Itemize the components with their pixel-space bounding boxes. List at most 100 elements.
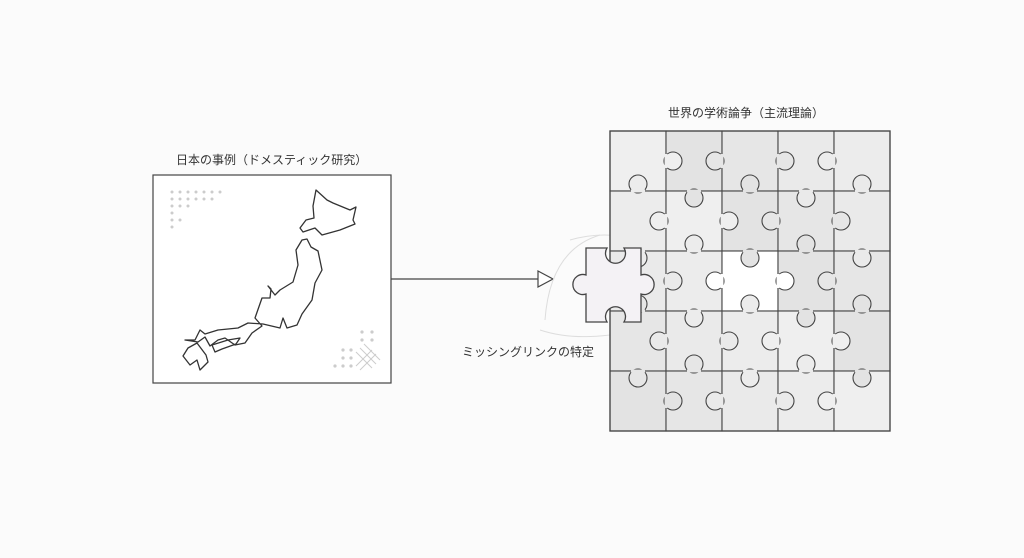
arrow-connector: [391, 270, 555, 288]
puzzle-knob: [796, 234, 816, 254]
puzzle-knob: [775, 271, 795, 291]
dot: [194, 197, 198, 201]
dot: [341, 364, 345, 368]
dot: [178, 218, 182, 222]
knob-joint: [664, 214, 668, 228]
puzzle-knob: [628, 174, 648, 194]
knob-joint: [832, 154, 836, 168]
puzzle-knob: [719, 211, 739, 231]
knob-joint: [799, 189, 813, 193]
puzzle-knob: [761, 331, 781, 351]
dot: [210, 190, 214, 194]
dot: [333, 364, 337, 368]
dot: [170, 211, 174, 215]
knob-joint: [743, 369, 757, 373]
dot: [341, 356, 345, 360]
dot: [349, 356, 353, 360]
puzzle-knob: [663, 391, 683, 411]
dot: [194, 190, 198, 194]
knob-joint: [664, 394, 668, 408]
dot: [170, 218, 174, 222]
puzzle-knob: [831, 331, 851, 351]
knob-joint: [776, 214, 780, 228]
knob-joint: [687, 249, 701, 253]
knob-joint: [776, 154, 780, 168]
puzzle-knob: [740, 368, 760, 388]
dot: [186, 204, 190, 208]
knob-joint: [720, 394, 724, 408]
puzzle-knob: [684, 234, 704, 254]
dot: [341, 348, 345, 352]
dot: [370, 338, 374, 342]
knob-joint: [776, 274, 780, 288]
puzzle-knob: [852, 174, 872, 194]
puzzle-knob: [740, 294, 760, 314]
knob-joint: [720, 154, 724, 168]
dot: [186, 190, 190, 194]
puzzle-knob: [649, 331, 669, 351]
puzzle-knob: [719, 331, 739, 351]
hatch-mark-icon: [355, 343, 381, 371]
puzzle-knob: [740, 174, 760, 194]
missing-puzzle-piece[interactable]: [572, 247, 655, 323]
puzzle-knob: [705, 271, 725, 291]
knob-joint: [664, 274, 668, 288]
puzzle-knob: [649, 211, 669, 231]
puzzle-knob: [775, 391, 795, 411]
puzzle-knob: [796, 354, 816, 374]
dot: [360, 330, 364, 334]
knob-joint: [855, 369, 869, 373]
dot: [202, 190, 206, 194]
dot: [360, 338, 364, 342]
knob-joint: [631, 369, 645, 373]
puzzle-knob: [684, 354, 704, 374]
puzzle-knob: [740, 248, 760, 268]
puzzle-knob: [705, 391, 725, 411]
puzzle-knob: [628, 368, 648, 388]
puzzle-knob: [852, 294, 872, 314]
knob-joint: [799, 249, 813, 253]
knob-joint: [832, 274, 836, 288]
puzzle-knob: [852, 368, 872, 388]
dot: [349, 364, 353, 368]
dot: [202, 197, 206, 201]
dot: [170, 190, 174, 194]
japan-map-icon: [182, 189, 357, 371]
knob-joint: [743, 249, 757, 253]
dot-pattern-bottom-right: [333, 330, 374, 368]
dot: [349, 348, 353, 352]
knob-joint: [743, 189, 757, 193]
puzzle-knob: [852, 248, 872, 268]
puzzle-knob: [817, 391, 837, 411]
knob-joint: [776, 394, 780, 408]
dot: [170, 197, 174, 201]
knob-joint: [687, 189, 701, 193]
puzzle-knob: [705, 151, 725, 171]
dot: [170, 204, 174, 208]
knob-joint: [832, 394, 836, 408]
puzzle-knob: [684, 188, 704, 208]
dot: [186, 197, 190, 201]
knob-joint: [832, 214, 836, 228]
dot-pattern-top-left: [170, 190, 222, 229]
knob-joint: [687, 309, 701, 313]
knob-joint: [664, 334, 668, 348]
puzzle-knob: [775, 151, 795, 171]
puzzle-knob: [817, 271, 837, 291]
knob-joint: [855, 189, 869, 193]
puzzle-knob: [663, 151, 683, 171]
dot: [178, 190, 182, 194]
puzzle-knob: [831, 211, 851, 231]
puzzle-knob: [796, 188, 816, 208]
knob-joint: [720, 334, 724, 348]
knob-joint: [631, 189, 645, 193]
knob-joint: [664, 154, 668, 168]
knob-joint: [776, 334, 780, 348]
knob-joint: [799, 309, 813, 313]
dot: [370, 330, 374, 334]
dot: [178, 204, 182, 208]
puzzle-knob: [817, 151, 837, 171]
knob-joint: [720, 214, 724, 228]
dot: [170, 225, 174, 229]
